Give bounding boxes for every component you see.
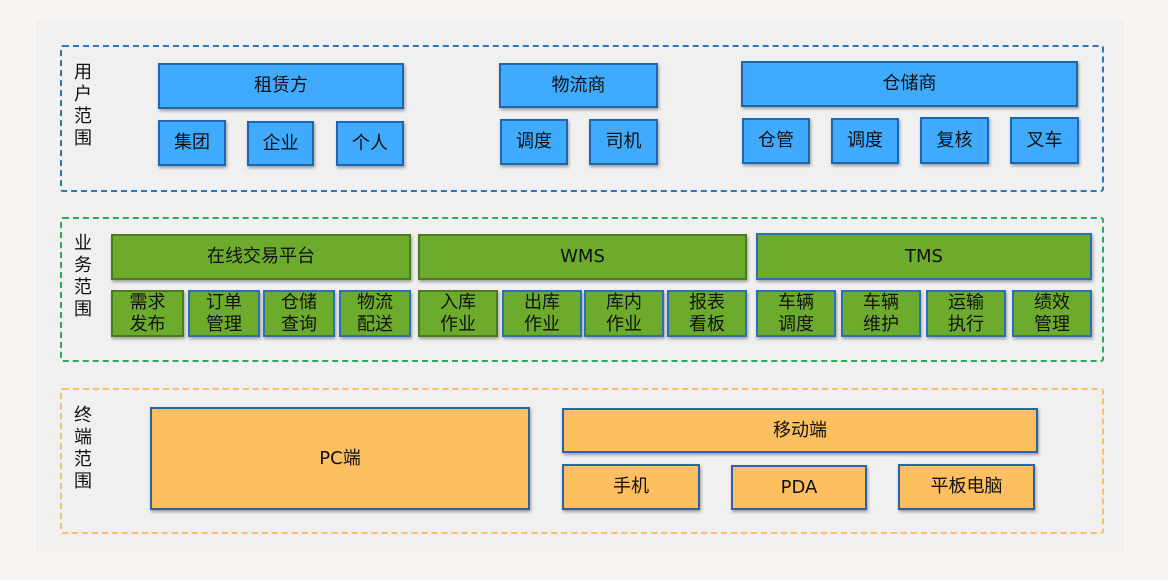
item-transport-execution: 运输 执行 [926,290,1006,337]
item-pda: PDA [731,465,867,510]
user-scope-label: 用 户 范 围 [74,62,92,149]
group-logistics-provider: 物流商 [499,63,658,108]
group-wms: WMS [418,234,747,280]
group-lessor: 租赁方 [158,63,404,109]
item-outbound: 出库 作业 [502,290,582,337]
user-scope-region [60,45,1104,192]
item-tablet: 平板电脑 [898,464,1035,510]
item-driver: 司机 [589,119,658,165]
terminal-scope-region [60,388,1104,534]
item-order-management: 订单 管理 [188,290,260,337]
item-dispatch: 调度 [500,119,568,165]
item-demand-publish: 需求 发布 [111,290,184,337]
item-enterprise: 企业 [247,121,314,166]
item-logistics-delivery: 物流 配送 [339,290,411,337]
item-report-dashboard: 报表 看板 [667,290,747,337]
item-vehicle-dispatch: 车辆 调度 [756,290,836,337]
terminal-scope-label: 终 端 范 围 [74,405,92,492]
group-online-trading-platform: 在线交易平台 [111,234,411,280]
group-mobile: 移动端 [562,408,1038,453]
item-group: 集团 [158,120,226,166]
item-performance-management: 绩效 管理 [1012,290,1092,337]
item-vehicle-maintenance: 车辆 维护 [841,290,921,337]
item-phone: 手机 [562,464,700,510]
item-individual: 个人 [336,121,404,166]
item-dispatch-wh: 调度 [831,118,899,164]
item-inbound: 入库 作业 [418,290,498,337]
group-pc: PC端 [150,407,530,510]
item-in-warehouse: 库内 作业 [584,290,664,337]
group-warehouse-provider: 仓储商 [741,61,1078,107]
business-scope-region [60,217,1104,362]
item-warehouse-keeper: 仓管 [742,118,810,164]
item-review: 复核 [920,117,989,164]
group-tms: TMS [756,233,1092,280]
business-scope-label: 业 务 范 围 [74,233,92,320]
item-storage-query: 仓储 查询 [263,290,335,337]
item-forklift: 叉车 [1010,117,1079,164]
